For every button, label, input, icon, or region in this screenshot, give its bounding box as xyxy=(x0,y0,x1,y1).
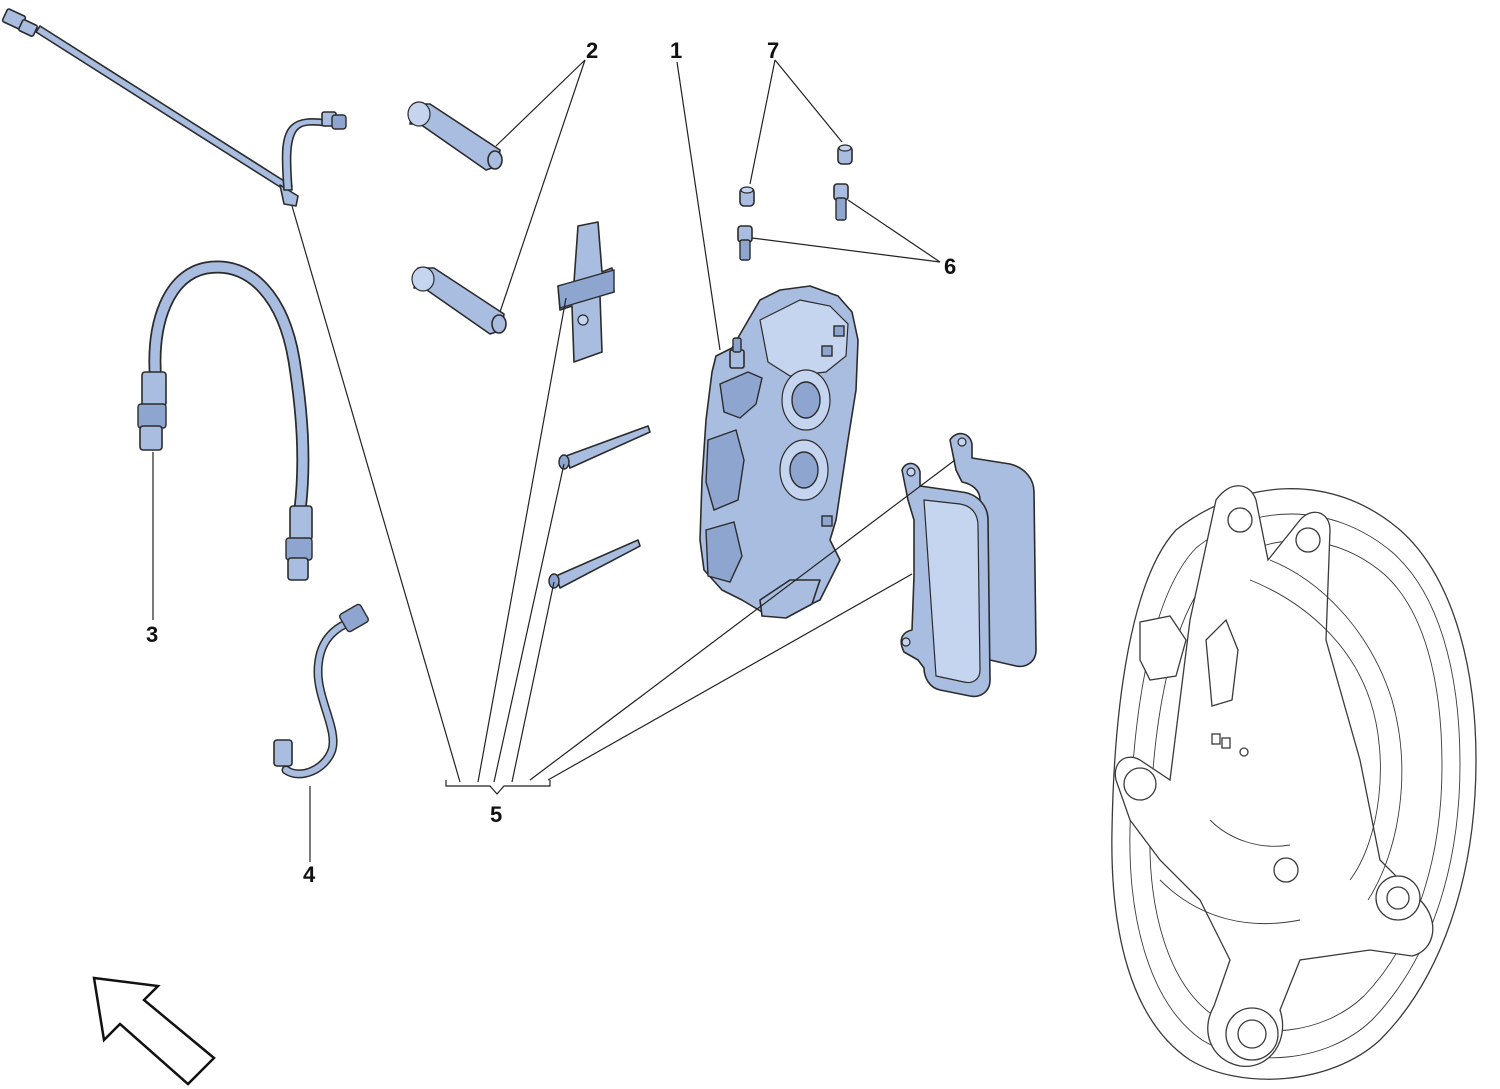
pad-retaining-pin-lower[interactable] xyxy=(548,539,641,589)
callout-2: 2 xyxy=(586,38,598,63)
callout-6: 6 xyxy=(944,254,956,279)
bleed-cap-right[interactable] xyxy=(837,144,853,165)
brake-pad-rear[interactable] xyxy=(949,432,1037,668)
brake-hose[interactable] xyxy=(137,260,313,581)
brake-pipe[interactable] xyxy=(273,603,369,779)
pad-retaining-pin-upper[interactable] xyxy=(558,425,651,470)
pad-spring-clip[interactable] xyxy=(557,221,615,363)
callouts: 1 2 3 4 5 6 7 xyxy=(146,38,956,887)
hub-carrier-assembly xyxy=(1111,485,1477,1080)
callout-3: 3 xyxy=(146,622,158,647)
bleed-cap-left[interactable] xyxy=(739,186,755,207)
guide-pin-upper[interactable] xyxy=(407,101,503,171)
bleed-screw-right[interactable] xyxy=(833,183,849,221)
direction-arrow-icon xyxy=(92,976,216,1086)
callout-5: 5 xyxy=(490,802,502,827)
leader-lines xyxy=(152,59,956,862)
callout-4: 4 xyxy=(303,862,316,887)
brake-pad-front[interactable] xyxy=(900,462,991,698)
callout-7: 7 xyxy=(767,38,779,63)
callout-1: 1 xyxy=(670,38,682,63)
bleed-screw-left[interactable] xyxy=(737,225,753,261)
guide-pin-lower[interactable] xyxy=(411,266,507,335)
brake-caliper[interactable] xyxy=(699,285,859,619)
wear-sensor-cable[interactable] xyxy=(1,8,347,207)
